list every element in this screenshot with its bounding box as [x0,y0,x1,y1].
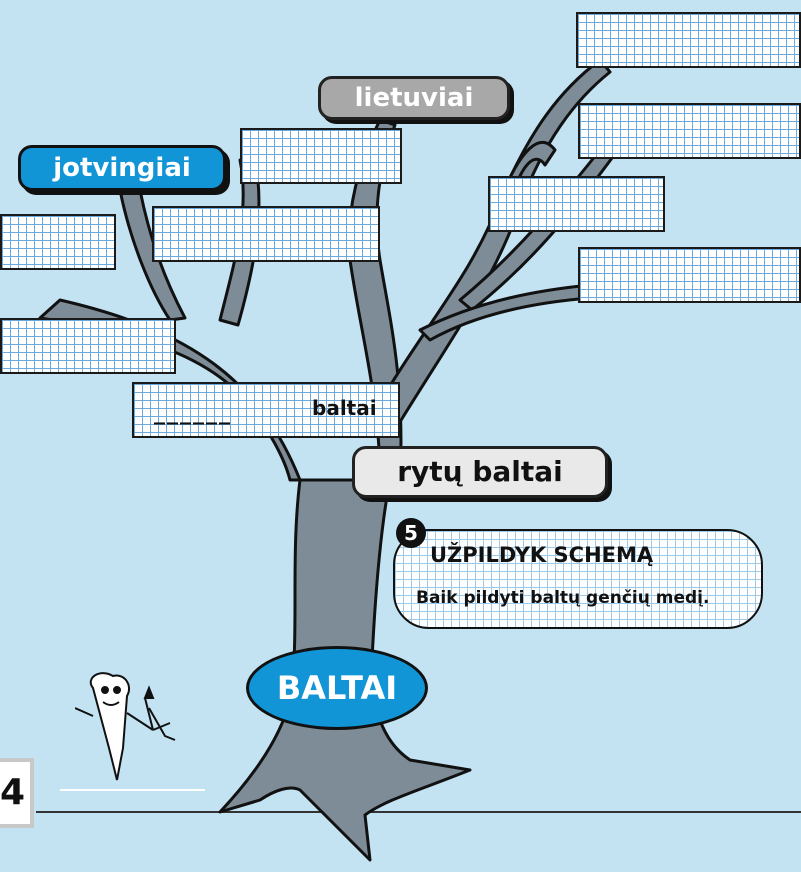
tribe-lietuviai: lietuviai [318,76,510,120]
western-balts-suffix: baltai [312,396,377,420]
task-instruction: Baik pildyti baltų genčių medį. [416,588,710,608]
task-number: 5 [396,518,426,548]
task-title: UŽPILDYK SCHEMĄ [430,543,654,567]
blank-box-left-2[interactable] [0,318,176,374]
blank-line: ______ [154,400,232,425]
blank-box-middle-left[interactable] [152,206,380,262]
blank-box-left-1[interactable] [0,214,116,270]
root-baltai: BALTAI [246,646,428,730]
blank-box-top-middle[interactable] [240,128,402,184]
western-balts-box[interactable] [132,382,400,438]
tribe-jotvingiai: jotvingiai [18,145,226,191]
pencil-character-icon [75,672,176,781]
page-number: 4 [0,758,34,828]
task-box [393,529,763,629]
blank-box-top-right-1[interactable] [576,12,801,68]
blank-box-top-right-2[interactable] [578,103,801,159]
tribe-rytu-baltai: rytų baltai [352,446,608,498]
blank-box-lower-right[interactable] [578,247,801,303]
blank-box-mid-right[interactable] [488,176,665,232]
